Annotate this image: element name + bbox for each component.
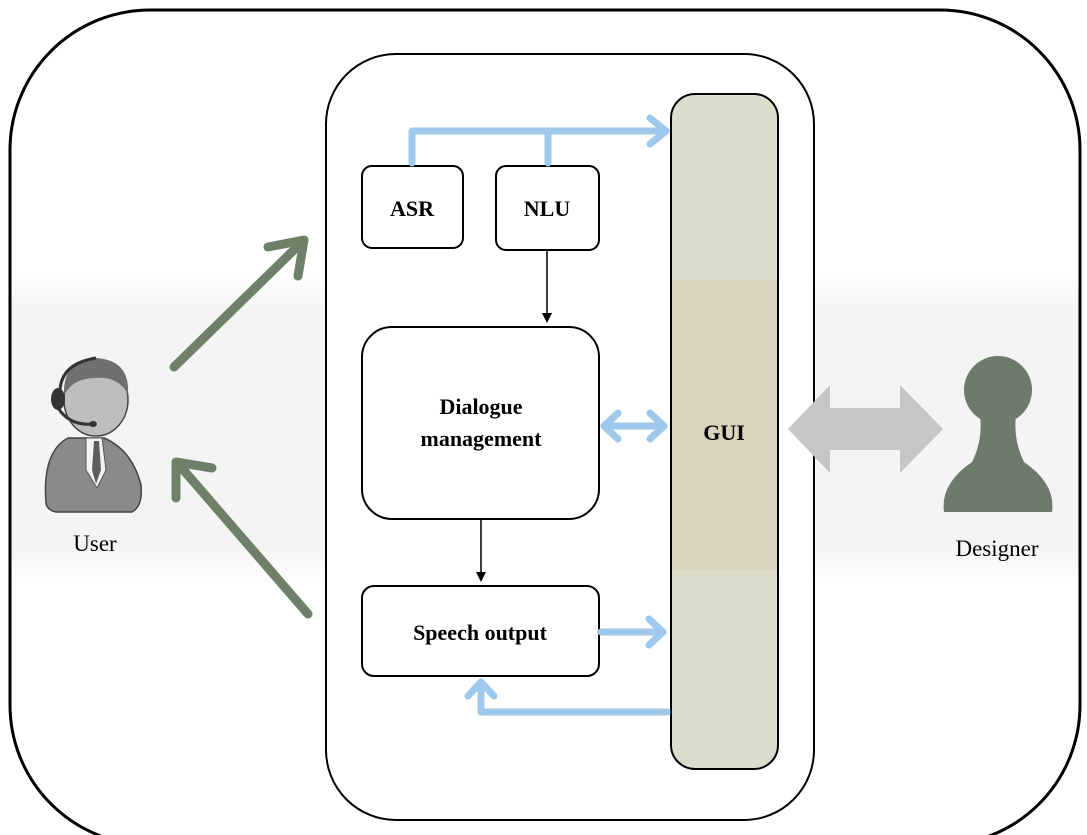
dialogue-management-label-line2: management — [421, 426, 543, 451]
speech-to-gui-arrow — [597, 615, 667, 649]
gui-to-speech-arrow — [464, 678, 671, 716]
gui-label: GUI — [703, 420, 745, 445]
speech-output-label: Speech output — [413, 620, 548, 645]
designer-label: Designer — [955, 536, 1038, 561]
gui-designer-double-arrow — [788, 385, 943, 473]
asr-label: ASR — [390, 196, 435, 221]
dialogue-management-box[interactable] — [361, 326, 600, 520]
user-headset-icon — [44, 356, 143, 513]
dialogue-management-label-line1: Dialogue — [439, 394, 522, 419]
user-label: User — [73, 531, 117, 556]
user-to-system-arrow — [169, 235, 309, 372]
designer-pawn-icon — [943, 356, 1053, 512]
gui-panel-band — [672, 280, 777, 570]
system-to-user-arrow — [171, 457, 313, 619]
outer-frame — [8, 8, 1082, 835]
dialogue-gui-double-arrow — [600, 409, 668, 443]
asr-nlu-to-gui-connector — [408, 114, 670, 167]
nlu-label: NLU — [524, 196, 571, 221]
